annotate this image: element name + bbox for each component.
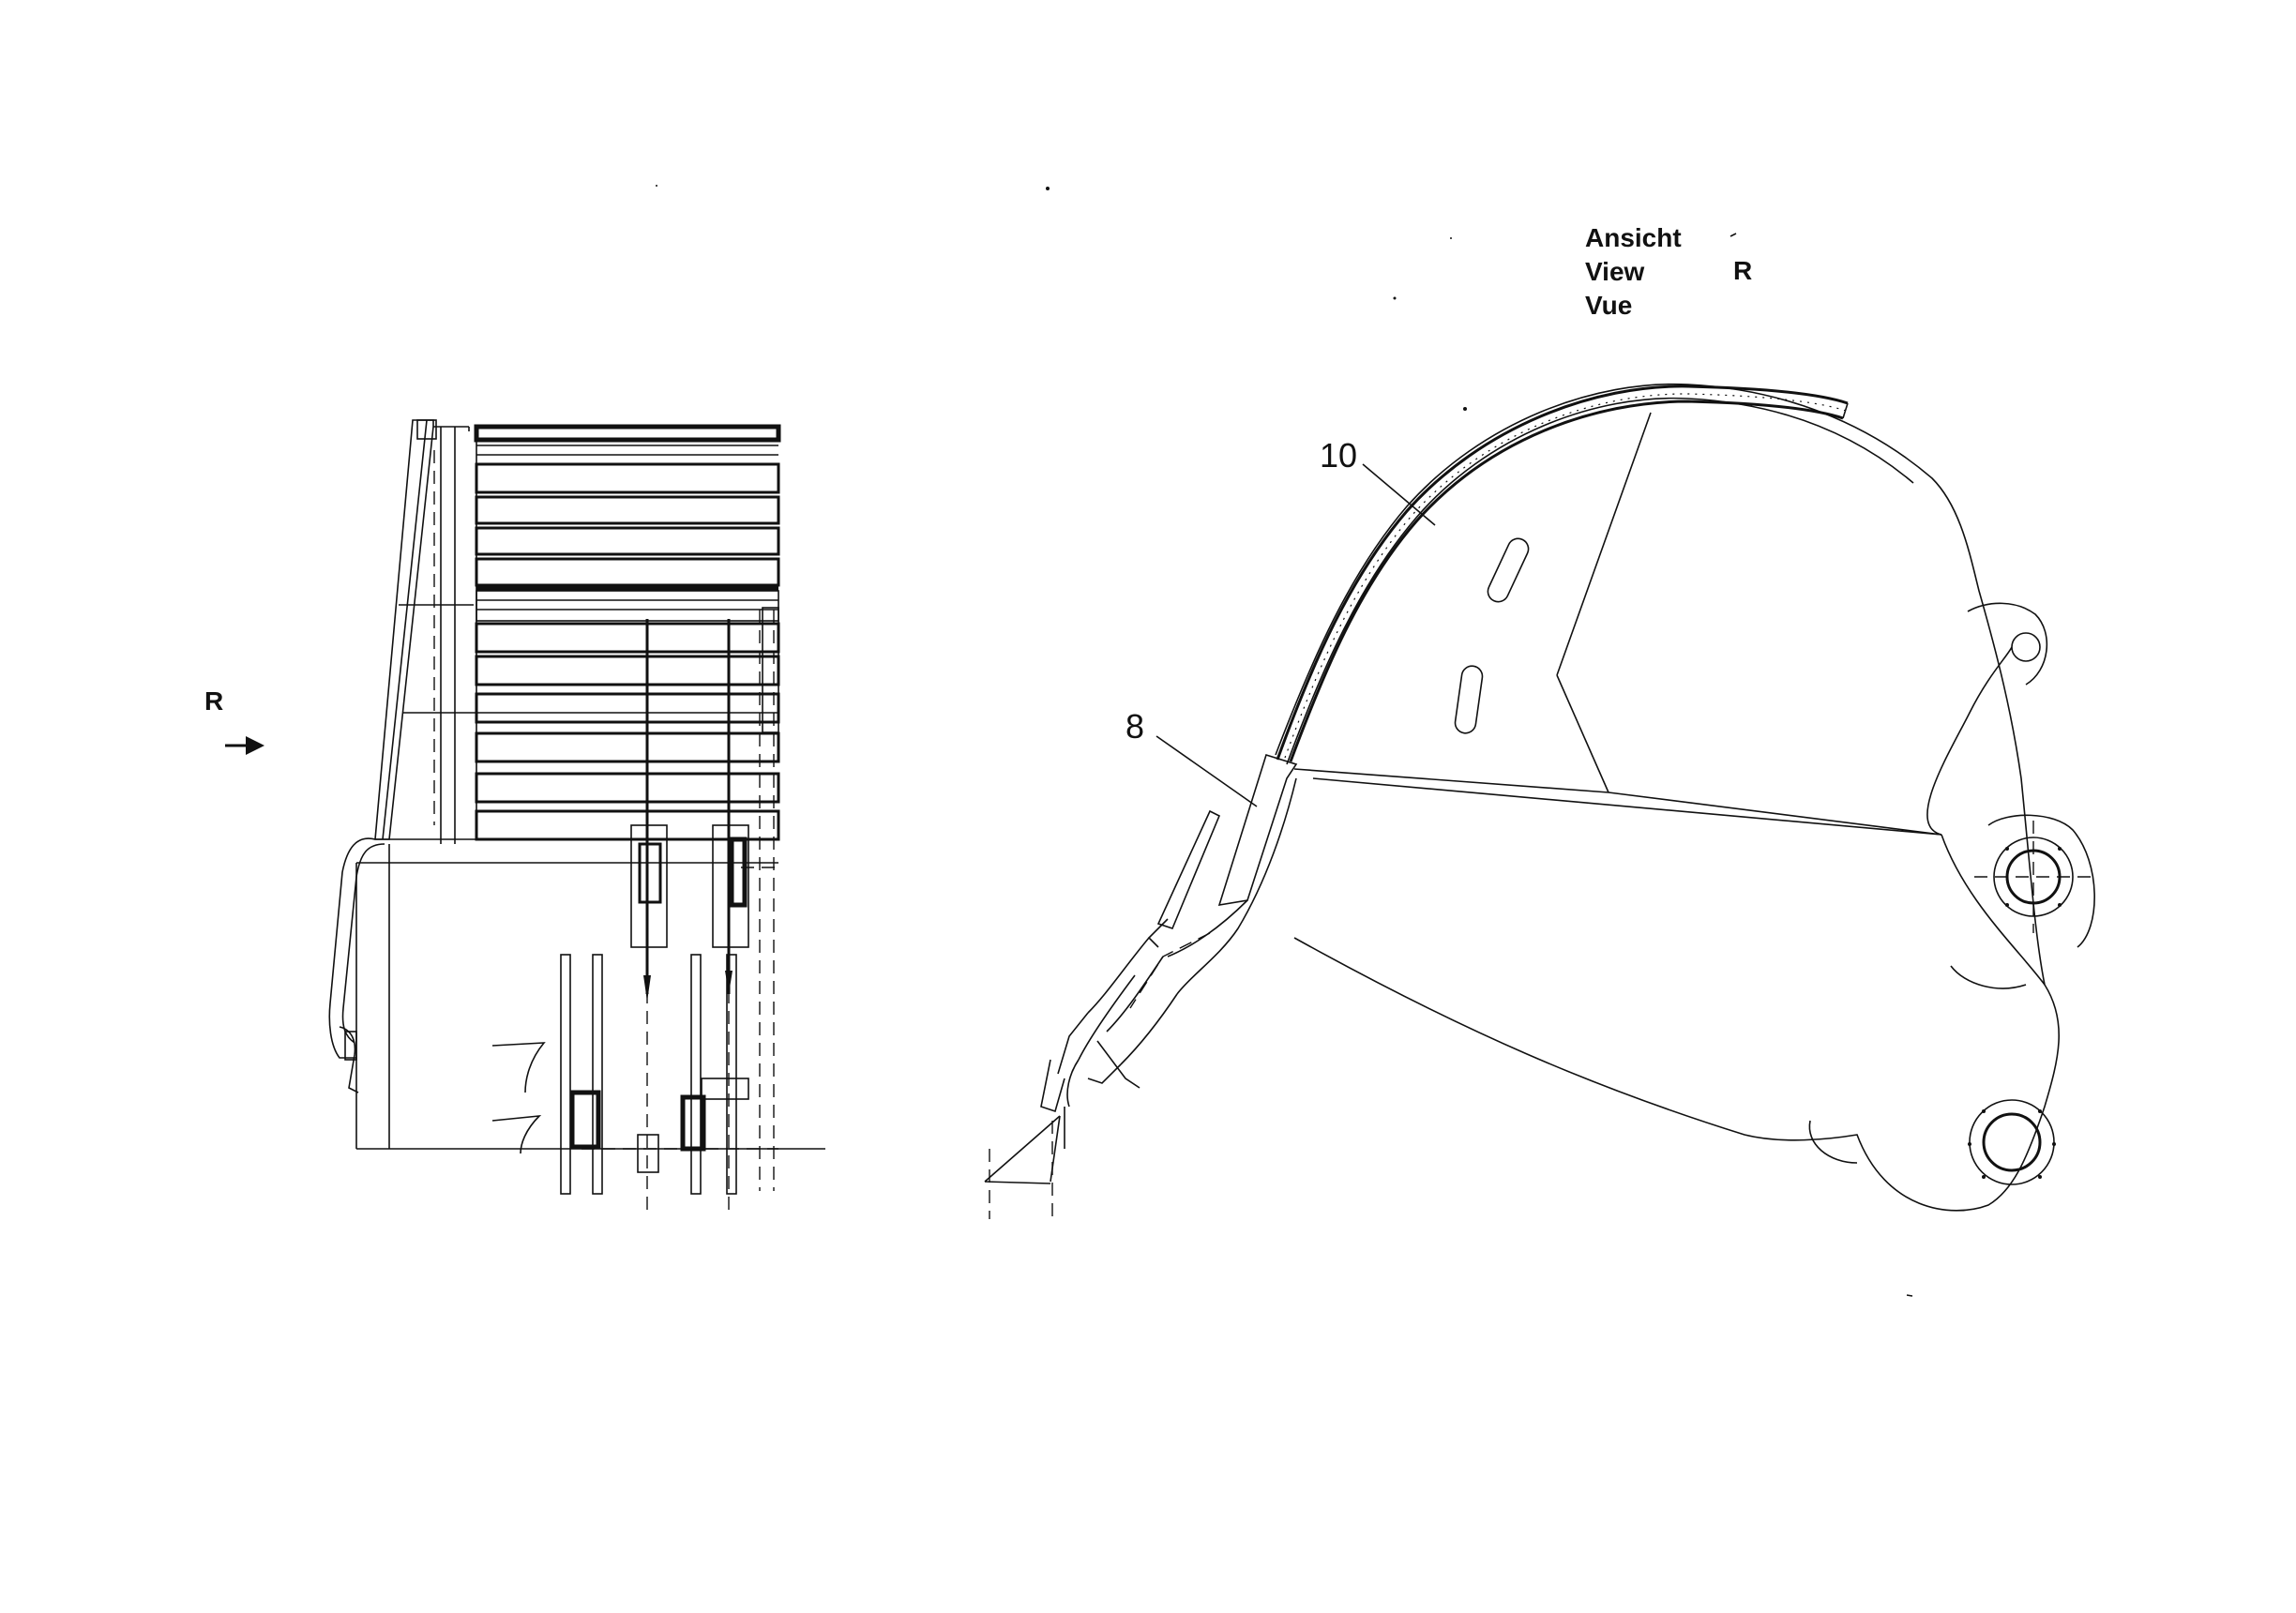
view-caption-english: View [1585, 257, 1645, 286]
liner-bars [474, 424, 781, 841]
view-caption-letter: R [1733, 256, 1752, 285]
hinge-bracket-left [491, 619, 668, 1210]
slot-upper [1487, 537, 1530, 603]
upper-pin-boss [1974, 814, 2095, 948]
callout-number: 10 [1320, 436, 1357, 475]
bucket-shell [1275, 383, 2060, 1212]
callout-leader [1156, 735, 1258, 807]
lower-pin-boss [1808, 1099, 2056, 1185]
slot-lower [1454, 665, 1484, 734]
bucket-side-view: Ansicht View Vue R [984, 223, 2095, 1219]
callout-number: 8 [1125, 707, 1144, 746]
side-plate [355, 419, 825, 1150]
lifting-eye [1967, 602, 2048, 686]
view-arrow-label: R [204, 686, 223, 716]
view-caption-german: Ansicht [1585, 223, 1682, 252]
bucket-front-view: R [204, 419, 825, 1210]
lip-hook [328, 837, 385, 1093]
scan-specks [656, 185, 1913, 1297]
side-panel [1293, 412, 2046, 989]
hinge-bracket-right [582, 610, 778, 1210]
view-caption-french: Vue [1585, 291, 1632, 320]
callout-leader [1362, 463, 1436, 526]
view-direction-arrow-icon [225, 736, 264, 755]
cutting-edge-band [1276, 384, 1849, 762]
tooth-tip-projection [984, 1107, 1065, 1219]
tooth-adapter [1040, 753, 1298, 1113]
